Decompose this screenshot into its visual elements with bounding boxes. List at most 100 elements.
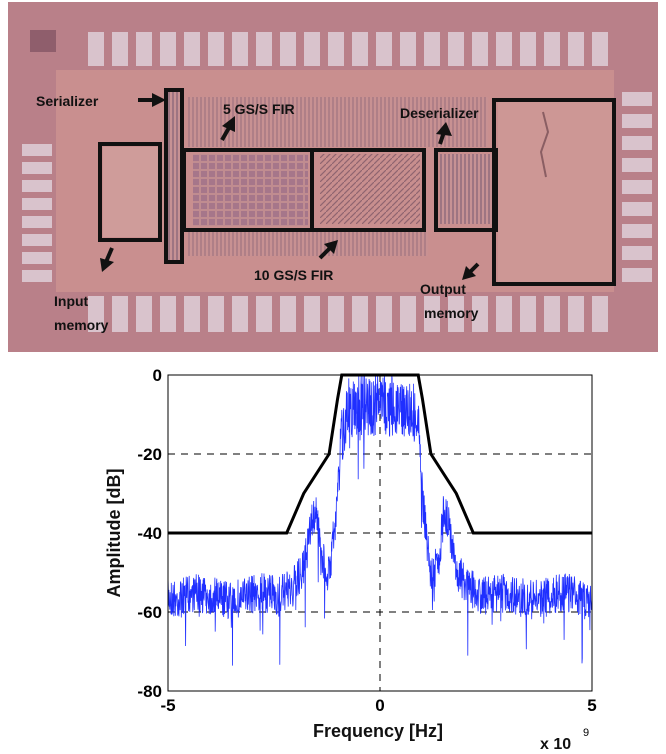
deserializer-label: Deserializer <box>400 105 479 121</box>
spectrum-series-line <box>167 374 593 666</box>
left-pad <box>22 252 52 264</box>
right-pad <box>622 136 652 150</box>
fir10-arrowhead <box>324 240 338 254</box>
top-pad <box>88 32 104 66</box>
bottom-pad <box>160 296 176 332</box>
y-tick-label: -40 <box>137 524 162 543</box>
right-pad <box>622 92 652 106</box>
top-pad <box>496 32 512 66</box>
top-pad <box>376 32 392 66</box>
bottom-pad <box>424 296 440 332</box>
top-pad <box>112 32 128 66</box>
bottom-pad <box>520 296 536 332</box>
top-pad <box>592 32 608 66</box>
left-pad <box>22 162 52 174</box>
bottom-pad <box>592 296 608 332</box>
top-pad <box>568 32 584 66</box>
bottom-pad <box>568 296 584 332</box>
x-multiplier-exponent: 9 <box>583 727 589 739</box>
right-pad <box>622 158 652 172</box>
x-tick-label: 5 <box>587 696 596 715</box>
bottom-pad <box>352 296 368 332</box>
output-memory-region <box>498 102 613 282</box>
right-pad <box>622 180 652 194</box>
right-pad <box>622 224 652 238</box>
top-pad <box>544 32 560 66</box>
left-pad <box>22 216 52 228</box>
bottom-pad <box>232 296 248 332</box>
input-arrowhead <box>100 258 114 272</box>
serializer-label: Serializer <box>36 93 99 109</box>
y-tick-label: -20 <box>137 445 162 464</box>
x-axis-label: Frequency [Hz] <box>313 721 443 741</box>
fir5-arrowhead <box>222 116 235 132</box>
fir5-label: 5 GS/S FIR <box>223 101 295 117</box>
top-pad <box>328 32 344 66</box>
x-tick-labels: -5 0 5 <box>160 696 596 715</box>
input-memory-outline <box>98 142 162 242</box>
x-tick-label: -5 <box>160 696 175 715</box>
top-pad-row <box>88 32 608 66</box>
deserializer-arrowhead <box>436 122 452 136</box>
bottom-pad <box>304 296 320 332</box>
deserializer-region <box>440 154 492 224</box>
top-pad <box>424 32 440 66</box>
fir10-arrow <box>318 246 332 260</box>
input-memory-region <box>103 147 158 237</box>
left-pad <box>22 180 52 192</box>
bottom-pad <box>448 296 464 332</box>
top-pad <box>352 32 368 66</box>
bottom-pad <box>88 296 104 332</box>
right-pad <box>622 246 652 260</box>
bottom-pad <box>184 296 200 332</box>
input-arrow <box>104 247 114 263</box>
bottom-pad <box>496 296 512 332</box>
bottom-pad-row <box>88 296 608 332</box>
fir5-block-a <box>193 154 308 226</box>
top-pad <box>400 32 416 66</box>
bottom-pad <box>136 296 152 332</box>
bottom-pad <box>256 296 272 332</box>
output-arrow <box>468 262 480 274</box>
top-pad <box>472 32 488 66</box>
plot-frame <box>167 374 593 692</box>
top-pad <box>184 32 200 66</box>
y-tick-label: -60 <box>137 603 162 622</box>
left-pad <box>22 144 52 156</box>
fir10-region <box>188 230 428 256</box>
right-pad-column <box>622 92 652 282</box>
top-pad <box>232 32 248 66</box>
top-pad <box>160 32 176 66</box>
left-pad-column <box>22 144 52 282</box>
bottom-pad <box>400 296 416 332</box>
y-axis-label: Amplitude [dB] <box>104 469 124 598</box>
bottom-pad <box>376 296 392 332</box>
bottom-pad <box>112 296 128 332</box>
top-pad <box>256 32 272 66</box>
left-pad <box>22 234 52 246</box>
y-tick-label: -80 <box>137 682 162 701</box>
x-tick-label: 0 <box>375 696 384 715</box>
bottom-pad <box>472 296 488 332</box>
left-pad <box>22 198 52 210</box>
output-arrowhead <box>462 266 476 280</box>
left-pad <box>22 270 52 282</box>
input-memory-label-line1: Input <box>54 293 89 309</box>
serializer-region <box>168 90 182 260</box>
top-pad <box>208 32 224 66</box>
bottom-pad <box>280 296 296 332</box>
top-pad <box>520 32 536 66</box>
output-memory-outline <box>492 98 616 286</box>
corner-logo-icon <box>30 30 56 52</box>
output-memory-label-line1: Output <box>420 281 466 297</box>
top-pad <box>280 32 296 66</box>
chip-micrograph: Serializer 5 GS/S FIR Deserializer 10 GS… <box>8 2 658 352</box>
bottom-pad <box>208 296 224 332</box>
input-memory-label-line2: memory <box>54 317 109 333</box>
x-multiplier: x 10 <box>540 736 571 753</box>
y-tick-label: 0 <box>153 366 162 385</box>
serializer-arrowhead <box>152 93 166 107</box>
top-pad <box>136 32 152 66</box>
bottom-pad <box>544 296 560 332</box>
fir5-block-b <box>320 154 420 224</box>
